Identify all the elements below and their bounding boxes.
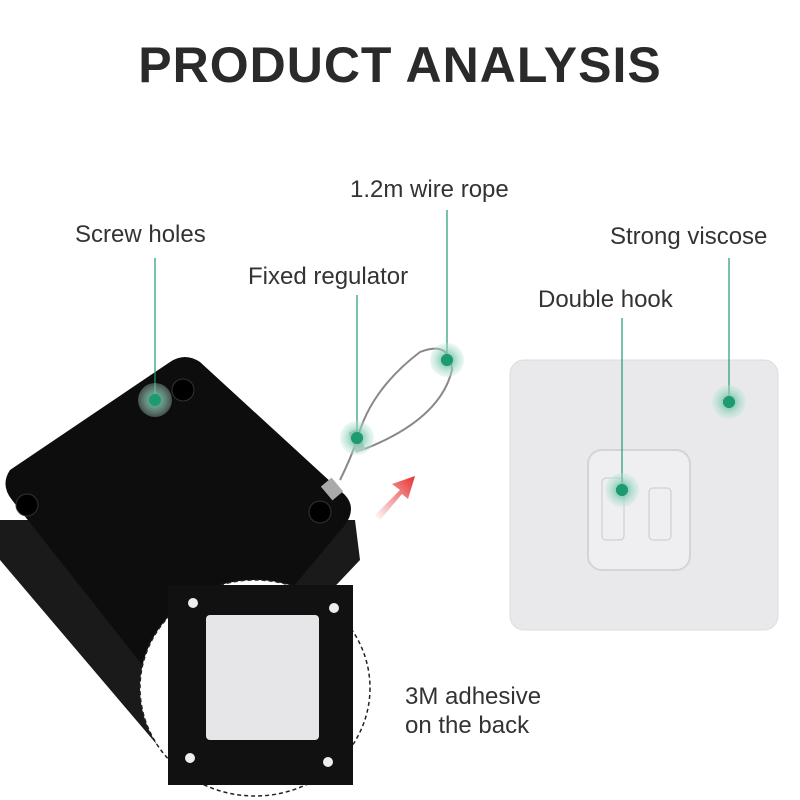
label-fixed-regulator: Fixed regulator	[248, 263, 409, 290]
viscose-marker	[712, 385, 746, 419]
wire-rope-marker	[430, 343, 464, 377]
label-adhesive-line2: on the back	[405, 712, 530, 739]
back-detail-circle	[139, 579, 371, 797]
label-adhesive-line1: 3M adhesive	[405, 683, 542, 710]
label-wire-rope: 1.2m wire rope	[350, 176, 509, 203]
leader-lines	[154, 210, 730, 490]
double-hook-marker	[605, 473, 639, 507]
page-title: PRODUCT ANALYSIS	[138, 37, 662, 93]
label-strong-viscose: Strong viscose	[610, 223, 768, 250]
screw-holes-marker	[138, 383, 172, 417]
regulator-marker	[340, 421, 374, 455]
label-screw-holes: Screw holes	[75, 221, 206, 248]
adhesive-pad	[509, 359, 779, 631]
arrow-icon	[375, 476, 415, 520]
label-double-hook: Double hook	[538, 286, 673, 313]
